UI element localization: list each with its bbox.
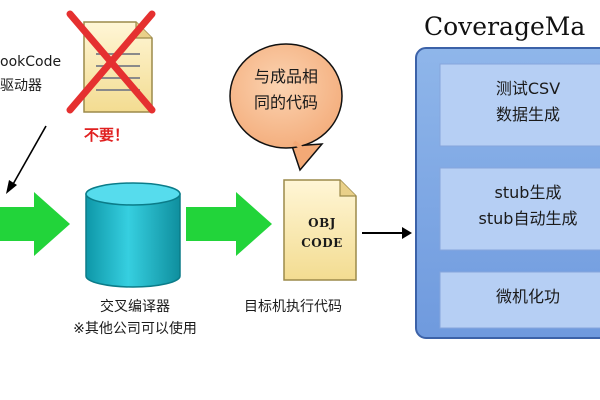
obj-to-panel-arrowhead: [402, 227, 412, 239]
obj-code-line2: CODE: [301, 236, 343, 250]
speech-bubble: [229, 43, 343, 172]
compiler-label-line2: ※其他公司可以使用: [73, 321, 197, 337]
coverage-item-box-3: [439, 271, 600, 329]
coverage-item-3-line1: 微机化功: [495, 287, 560, 306]
coverage-item-3: 微机化功: [448, 284, 600, 310]
compiler-label: 交叉编译器 ※其他公司可以使用: [60, 296, 210, 340]
compiler-cylinder-icon: [85, 182, 181, 288]
target-exec-label: 目标机执行代码: [244, 299, 342, 315]
coverage-panel-title: CoverageMa: [424, 12, 586, 41]
green-arrow-left: [0, 192, 70, 256]
coverage-item-2: stub生成 stub自动生成: [448, 180, 600, 232]
coverage-item-box-2: [439, 167, 600, 251]
coverage-item-2-line2: stub自动生成: [478, 209, 578, 228]
coverage-item-1-line1: 测试CSV: [495, 79, 561, 98]
coverage-item-box-1: [439, 63, 600, 147]
not-needed-label: 不要！: [84, 126, 130, 144]
bubble-text-line2: 同的代码: [253, 93, 318, 112]
obj-code-line1: OBJ: [308, 216, 336, 230]
obj-code-label: OBJ CODE: [289, 213, 355, 253]
driver-label: ookCode 驱动器: [0, 50, 61, 98]
obj-code-document-icon: [283, 179, 357, 281]
compiler-label-line1: 交叉编译器: [100, 299, 170, 315]
bubble-text: 与成品相 同的代码: [236, 64, 336, 116]
coverage-item-1: 测试CSV 数据生成: [448, 76, 600, 128]
cross-icon: [66, 10, 156, 114]
bubble-text-line1: 与成品相: [253, 67, 318, 86]
driver-pointer-arrowhead: [6, 180, 17, 194]
driver-label-line1: ookCode: [0, 54, 62, 70]
driver-label-line2: 驱动器: [0, 78, 42, 94]
driver-pointer-line: [11, 125, 47, 187]
green-arrow-middle: [186, 192, 272, 256]
coverage-item-2-line1: stub生成: [494, 183, 562, 202]
coverage-item-1-line2: 数据生成: [495, 105, 560, 124]
